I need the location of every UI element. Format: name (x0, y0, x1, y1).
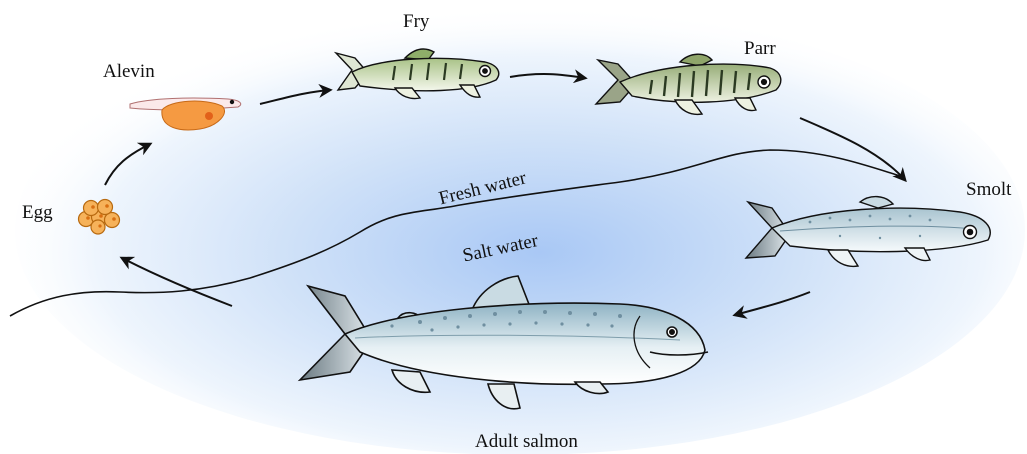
stage-label-fry: Fry (403, 12, 429, 31)
stage-label-adult-salmon: Adult salmon (475, 432, 578, 451)
stage-label-smolt: Smolt (966, 180, 1011, 199)
stage-label-alevin: Alevin (103, 62, 155, 81)
stage-label-parr: Parr (744, 39, 776, 58)
stage-label-egg: Egg (22, 203, 53, 222)
